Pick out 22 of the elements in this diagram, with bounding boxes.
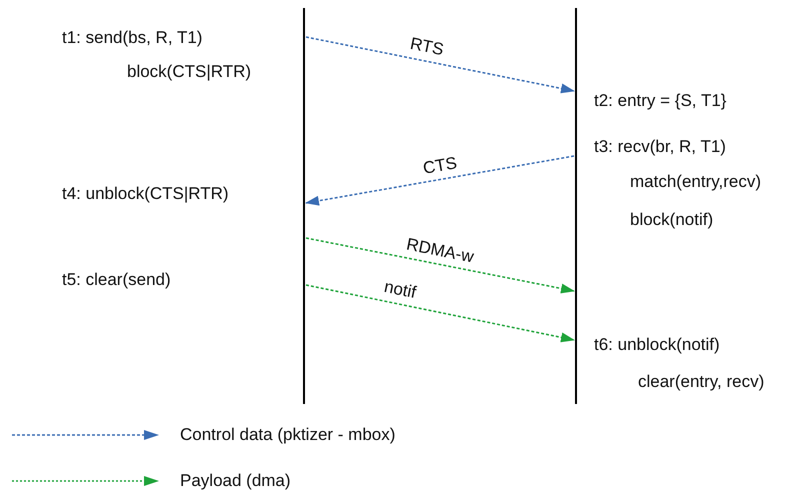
arrow [306,284,575,342]
event-label: t6: unblock(notif) [594,335,720,355]
event-label: block(notif) [630,210,714,230]
arrow [306,36,575,94]
event-label: t5: clear(send) [62,270,171,290]
edge-label: notif [382,277,418,304]
event-label: t1: send(bs, R, T1) [62,28,202,48]
arrow [306,237,575,294]
edge-label: RTS [408,34,445,60]
edge-label: RDMA-w [404,234,476,267]
edge-label: CTS [422,152,458,178]
lifeline [575,8,577,404]
event-label: t4: unblock(CTS|RTR) [62,184,229,204]
legend-label: Payload (dma) [180,471,291,491]
lifeline [303,8,305,404]
event-label: t2: entry = {S, T1} [594,91,726,111]
event-label: t3: recv(br, R, T1) [594,137,726,157]
legend-label: Control data (pktizer - mbox) [180,425,396,445]
event-label: clear(entry, recv) [638,372,764,392]
event-label: match(entry,recv) [630,172,761,192]
event-label: block(CTS|RTR) [127,62,252,82]
arrow [305,155,574,206]
